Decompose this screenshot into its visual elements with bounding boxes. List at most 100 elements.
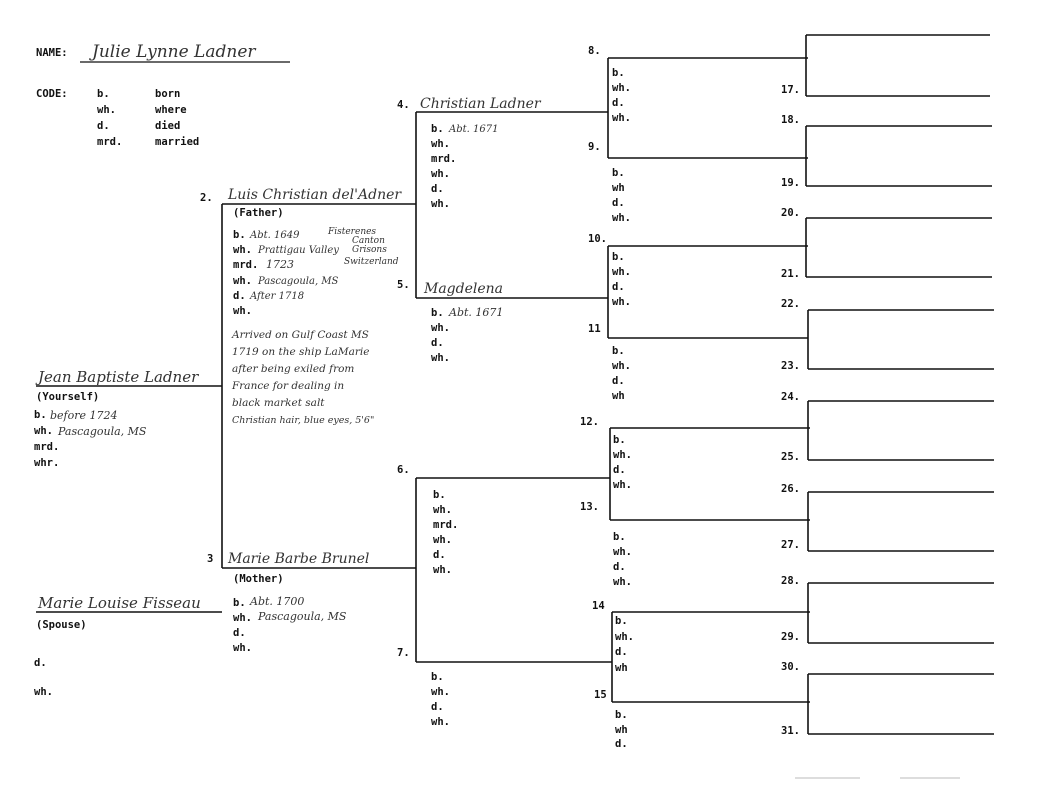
person-4-name: Christian Ladner (420, 96, 542, 112)
field-value: Abt. 1700 (249, 595, 304, 608)
note-line: after being exiled from (232, 363, 354, 375)
person-2-name: Luis Christian del'Adner (227, 187, 402, 203)
field-label: wh. (433, 504, 452, 516)
person-number: 10. (588, 233, 607, 245)
person-1-name: Jean Baptiste Ladner (35, 368, 199, 386)
person-number: 22. (781, 298, 800, 310)
person-4: 4. Christian Ladner b. Abt. 1671 wh. mrd… (397, 96, 608, 210)
field-label: wh. (613, 576, 632, 588)
field-label: d. (613, 464, 626, 476)
field-label: wh. (433, 564, 452, 576)
person-2-role: (Father) (233, 207, 284, 219)
person-2-place-note: Fisterenes Canton Grisons Switzerland (327, 227, 399, 267)
field-value: Abt. 1649 (249, 230, 300, 241)
field-label: wh. (233, 612, 252, 624)
place-note-line: Switzerland (344, 257, 399, 267)
person-number: 18. (781, 114, 800, 126)
field-label: b. (612, 167, 625, 179)
field-label: wh (612, 390, 625, 402)
person-number: 28. (781, 575, 800, 587)
field-label: wh (615, 662, 628, 674)
field-label: wh. (34, 686, 53, 698)
field-label: d. (613, 561, 626, 573)
place-note-line: Grisons (352, 245, 387, 255)
person-number: 8. (588, 45, 601, 57)
gen4-pair-10-11: 10. b. wh. d. wh. 11 b. wh. d. wh (588, 233, 808, 402)
spouse-role: (Spouse) (36, 619, 87, 631)
field-value: Pascagoula, MS (57, 425, 147, 438)
field-label: b. (34, 409, 47, 421)
field-label: b. (233, 597, 246, 609)
person-7: 7. b. wh. d. wh. (397, 647, 612, 728)
spouse: Marie Louise Fisseau (Spouse) d. wh. (34, 594, 222, 698)
person-number: 17. (781, 84, 800, 96)
field-value: Abt. 1671 (448, 306, 503, 319)
field-label: d. (612, 197, 625, 209)
gen5-brackets: 17. 18. 19. 20. 21. 22. 23. 24. 25. 26. … (781, 34, 994, 737)
field-label: wh. (612, 266, 631, 278)
field-value: Pascagoula, MS (257, 276, 339, 287)
field-label: wh. (613, 546, 632, 558)
field-label: wh. (233, 275, 252, 287)
person-number: 13. (580, 501, 599, 513)
field-label: mrd. (34, 441, 59, 453)
person-number: 14 (592, 600, 605, 612)
field-label: wh. (612, 82, 631, 94)
field-label: wh. (433, 534, 452, 546)
field-label: b. (233, 229, 246, 241)
person-number: 30. (781, 661, 800, 673)
field-label: wh. (431, 168, 450, 180)
person-number: 23. (781, 360, 800, 372)
field-value: Abt. 1671 (448, 124, 498, 135)
person-2-note: Arrived on Gulf Coast MS 1719 on the shi… (231, 329, 374, 426)
person-6: 6. b. wh. mrd. wh. d. wh. (397, 464, 610, 576)
person-number: 24. (781, 391, 800, 403)
person-3-name: Marie Barbe Brunel (227, 551, 369, 567)
field-label: wh. (431, 322, 450, 334)
field-label: d. (431, 701, 444, 713)
field-label: wh. (233, 642, 252, 654)
person-number: 29. (781, 631, 800, 643)
code-label: CODE: (36, 88, 68, 100)
person-number: 31. (781, 725, 800, 737)
name-value: Julie Lynne Ladner (89, 42, 256, 62)
note-line: Arrived on Gulf Coast MS (231, 329, 369, 341)
person-number: 19. (781, 177, 800, 189)
person-number: 11 (588, 323, 601, 335)
field-label: wh. (431, 716, 450, 728)
field-label: wh. (233, 305, 252, 317)
field-label: d. (612, 375, 625, 387)
field-label: wh. (34, 425, 53, 437)
code-abbr: wh. (97, 104, 116, 116)
field-label: whr. (34, 457, 59, 469)
person-3-number: 3 (207, 553, 213, 565)
person-number: 9. (588, 141, 601, 153)
field-label: wh. (431, 198, 450, 210)
field-label: mrd. (233, 259, 258, 271)
field-label: d. (612, 281, 625, 293)
place-note-line: Fisterenes (327, 227, 376, 237)
note-line: Christian hair, blue eyes, 5'6" (232, 415, 374, 426)
field-label: b. (615, 709, 628, 721)
field-label: b. (612, 67, 625, 79)
gen4-pair-14-15: 14 b. wh. d. wh 15 b. wh d. (592, 600, 810, 750)
field-label: d. (233, 290, 246, 302)
field-label: b. (613, 434, 626, 446)
person-number: 27. (781, 539, 800, 551)
field-label: wh. (612, 112, 631, 124)
field-label: b. (431, 307, 444, 319)
gen4-pair-8-9: 8. b. wh. d. wh. 9. b. wh d. wh. (588, 45, 808, 224)
name-label: NAME: (36, 47, 68, 59)
person-number: 21. (781, 268, 800, 280)
field-label: wh. (431, 138, 450, 150)
field-label: d. (431, 337, 444, 349)
field-label: mrd. (431, 153, 456, 165)
field-label: wh. (612, 212, 631, 224)
gen4-pair-12-13: 12. b. wh. d. wh. 13. b. wh. d. wh. (580, 416, 810, 588)
field-label: d. (612, 97, 625, 109)
field-label: d. (615, 738, 628, 750)
person-number: 20. (781, 207, 800, 219)
field-value: Prattigau Valley (257, 245, 339, 256)
field-label: wh (612, 182, 625, 194)
field-label: wh. (431, 686, 450, 698)
